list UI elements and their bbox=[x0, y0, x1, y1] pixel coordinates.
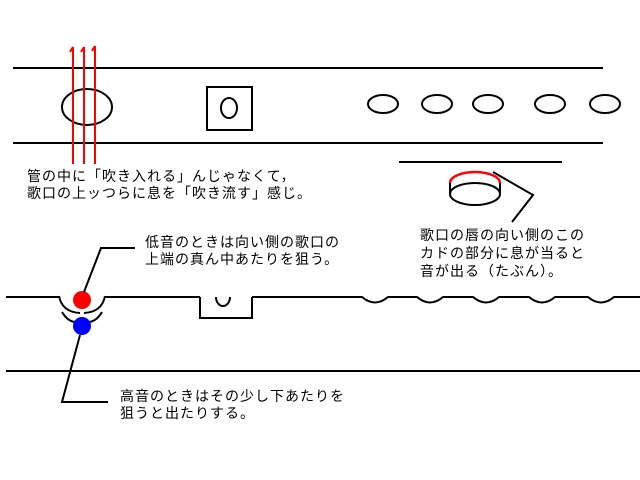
edge-pointer bbox=[492, 171, 535, 223]
high-note-pointer bbox=[60, 334, 108, 403]
low-note-pointer bbox=[83, 247, 135, 293]
lip-arc bbox=[58, 295, 106, 314]
high-caption-line-1: 高音のときはその少し下あたりを bbox=[120, 388, 345, 405]
high-caption-line-2: 狙うと出たりする。 bbox=[120, 406, 255, 422]
airflow-arrows bbox=[69, 45, 96, 164]
tone-hole bbox=[589, 94, 621, 114]
embouchure-hole bbox=[61, 88, 113, 126]
key-hole bbox=[215, 296, 231, 307]
low-caption-line-2: 上端の真ん中あたりを狙う。 bbox=[145, 252, 339, 268]
high-note-target bbox=[73, 317, 91, 335]
airflow-arrow bbox=[80, 46, 85, 164]
edge-caption-line-2: カドの部分に息が当ると bbox=[420, 245, 585, 262]
top-caption-line-1: 管の中に「吹き入れる」んじゃなくて， bbox=[27, 169, 296, 185]
tone-hole bbox=[367, 94, 399, 114]
airflow-arrow bbox=[91, 45, 96, 164]
tone-hole bbox=[472, 94, 504, 114]
edge-detail: 歌口の唇の向い側のこの カドの部分に息が当ると 音が出る（たぶん）。 bbox=[399, 161, 585, 280]
edge-caption-line-1: 歌口の唇の向い側のこの bbox=[420, 228, 585, 244]
tone-hole bbox=[534, 94, 566, 114]
key-plate bbox=[199, 297, 253, 319]
edge-caption-line-3: 音が出る（たぶん）。 bbox=[420, 263, 563, 280]
tone-hole bbox=[421, 94, 453, 114]
hole-bottom bbox=[449, 182, 501, 206]
key-plate bbox=[206, 86, 253, 131]
top-caption-line-2: 歌口の上ッつらに息を「吹き流す」感じ。 bbox=[27, 185, 312, 202]
key-hole bbox=[220, 97, 238, 119]
tube-upper-edge bbox=[6, 296, 640, 304]
flute-top-view: 管の中に「吹き入れる」んじゃなくて， 歌口の上ッつらに息を「吹き流す」感じ。 bbox=[13, 45, 621, 202]
airflow-arrow bbox=[69, 46, 74, 164]
flute-side-view: 低音のときは向い側の歌口の 上端の真ん中あたりを狙う。 高音のときはその少し下あ… bbox=[6, 234, 640, 422]
low-note-target bbox=[73, 291, 91, 309]
low-caption-line-1: 低音のときは向い側の歌口の bbox=[145, 234, 340, 251]
edge-highlight bbox=[448, 170, 502, 184]
